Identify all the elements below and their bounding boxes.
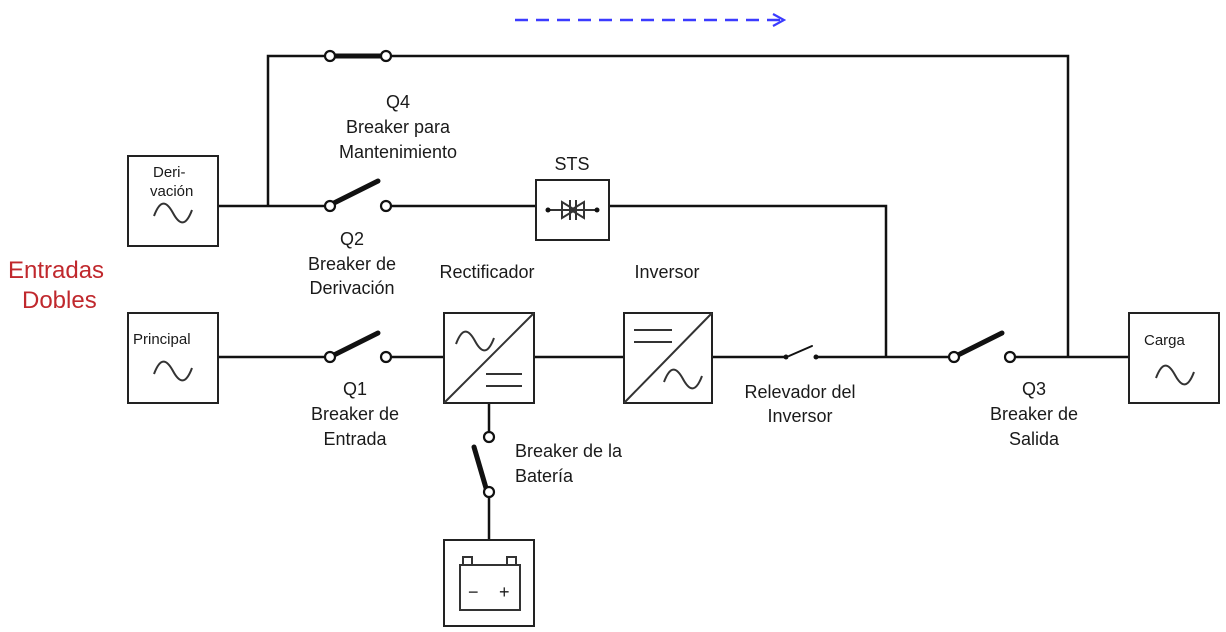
battery-breaker-label-2: Batería (515, 466, 574, 486)
inverter-box (623, 312, 713, 404)
q4-id: Q4 (386, 92, 410, 112)
battery-icon (459, 556, 521, 611)
q1-input-breaker (323, 330, 393, 364)
q3-label-1: Breaker de (990, 404, 1078, 424)
load-box (1128, 312, 1220, 404)
q2-bypass-breaker (323, 178, 393, 213)
q2-label-2: Derivación (309, 278, 394, 298)
battery-minus-label: − (468, 582, 479, 602)
q4-label-2: Mantenimiento (339, 142, 457, 162)
q3-id: Q3 (1022, 379, 1046, 399)
main-source-box (127, 312, 219, 404)
main-source-label: Principal (133, 331, 191, 348)
battery-breaker (471, 430, 496, 499)
sts-box (535, 179, 610, 241)
sts-thyristor-icon (545, 200, 600, 220)
bypass-source-box (127, 155, 219, 247)
ac-sine-icon (153, 202, 193, 224)
rectifier-label: Rectificador (439, 262, 534, 282)
bypass-source-label-2: vación (150, 183, 193, 200)
q1-label-2: Entrada (323, 429, 387, 449)
inverter-relay-label-1: Relevador del (744, 382, 855, 402)
ac-sine-icon (1155, 364, 1195, 386)
sts-label: STS (554, 154, 589, 174)
title-line1: Entradas (8, 257, 104, 284)
rectifier-icon (443, 312, 535, 404)
inverter-relay-label-2: Inversor (767, 406, 832, 426)
ac-sine-icon (153, 360, 193, 382)
inverter-icon (623, 312, 713, 404)
rectifier-box (443, 312, 535, 404)
battery-breaker-label-1: Breaker de la (515, 441, 623, 461)
bypass-source-label-1: Deri- (153, 164, 186, 181)
inverter-relay-switch (783, 345, 819, 360)
load-label: Carga (1144, 332, 1186, 349)
inverter-label: Inversor (634, 262, 699, 282)
q3-output-breaker (947, 330, 1017, 364)
title-line2: Dobles (22, 287, 97, 314)
q4-maintenance-breaker (323, 49, 393, 63)
q1-id: Q1 (343, 379, 367, 399)
labels: Entradas Dobles Deri- vación Principal C… (8, 92, 1186, 602)
battery-box (443, 539, 535, 627)
q3-label-2: Salida (1009, 429, 1060, 449)
q2-label-1: Breaker de (308, 254, 396, 274)
q1-label-1: Breaker de (311, 404, 399, 424)
battery-plus-label: + (499, 582, 510, 602)
q4-label-1: Breaker para (346, 117, 451, 137)
q2-id: Q2 (340, 229, 364, 249)
